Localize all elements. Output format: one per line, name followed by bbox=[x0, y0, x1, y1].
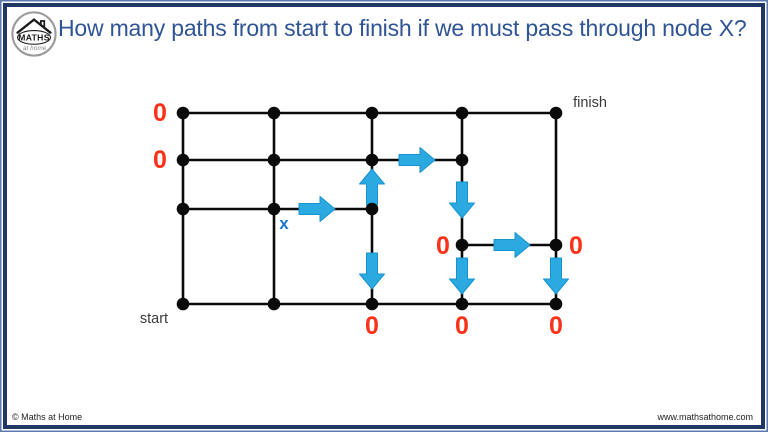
website-url: www.mathsathome.com bbox=[657, 412, 753, 422]
maths-at-home-logo: MATHS at home bbox=[11, 11, 57, 57]
grid-node bbox=[455, 238, 469, 252]
direction-arrow-right bbox=[493, 232, 531, 258]
grid-node bbox=[549, 106, 563, 120]
zero-count-label: 0 bbox=[549, 312, 563, 340]
grid-node bbox=[455, 106, 469, 120]
grid-node bbox=[176, 153, 190, 167]
start-label: start bbox=[140, 311, 168, 327]
direction-arrow-down bbox=[449, 181, 475, 219]
grid-node bbox=[365, 202, 379, 216]
slide-title: How many paths from start to finish if w… bbox=[58, 15, 747, 41]
zero-count-label: 0 bbox=[569, 232, 583, 260]
grid-node bbox=[267, 106, 281, 120]
zero-count-label: 0 bbox=[455, 312, 469, 340]
grid-node bbox=[455, 297, 469, 311]
zero-count-label: 0 bbox=[365, 312, 379, 340]
grid-node bbox=[365, 106, 379, 120]
slide-border-frame bbox=[3, 3, 765, 429]
direction-arrow-down bbox=[543, 257, 569, 295]
finish-label: finish bbox=[573, 95, 607, 111]
direction-arrow-down bbox=[449, 257, 475, 295]
logo-home-text: at home bbox=[23, 45, 47, 52]
zero-count-label: 0 bbox=[153, 99, 167, 127]
zero-count-label: 0 bbox=[153, 146, 167, 174]
grid-node bbox=[549, 297, 563, 311]
grid-node bbox=[365, 297, 379, 311]
grid-node bbox=[176, 202, 190, 216]
grid-node bbox=[267, 153, 281, 167]
zero-count-label: 0 bbox=[436, 232, 450, 260]
grid-node bbox=[365, 153, 379, 167]
copyright-text: © Maths at Home bbox=[12, 412, 83, 422]
logo-maths-text: MATHS bbox=[18, 33, 50, 43]
direction-arrow-up bbox=[359, 168, 385, 206]
node-x-label: x bbox=[279, 214, 289, 233]
grid-node bbox=[549, 238, 563, 252]
direction-arrow-right bbox=[298, 196, 336, 222]
grid-node bbox=[176, 106, 190, 120]
logo-oval bbox=[17, 30, 51, 45]
logo-roof-icon bbox=[16, 18, 52, 34]
grid-node bbox=[267, 297, 281, 311]
direction-arrow-down bbox=[359, 252, 385, 290]
direction-arrow-right bbox=[398, 147, 436, 173]
grid-node bbox=[455, 153, 469, 167]
grid-node bbox=[176, 297, 190, 311]
logo-chimney-icon bbox=[40, 20, 46, 28]
grid-node bbox=[267, 202, 281, 216]
